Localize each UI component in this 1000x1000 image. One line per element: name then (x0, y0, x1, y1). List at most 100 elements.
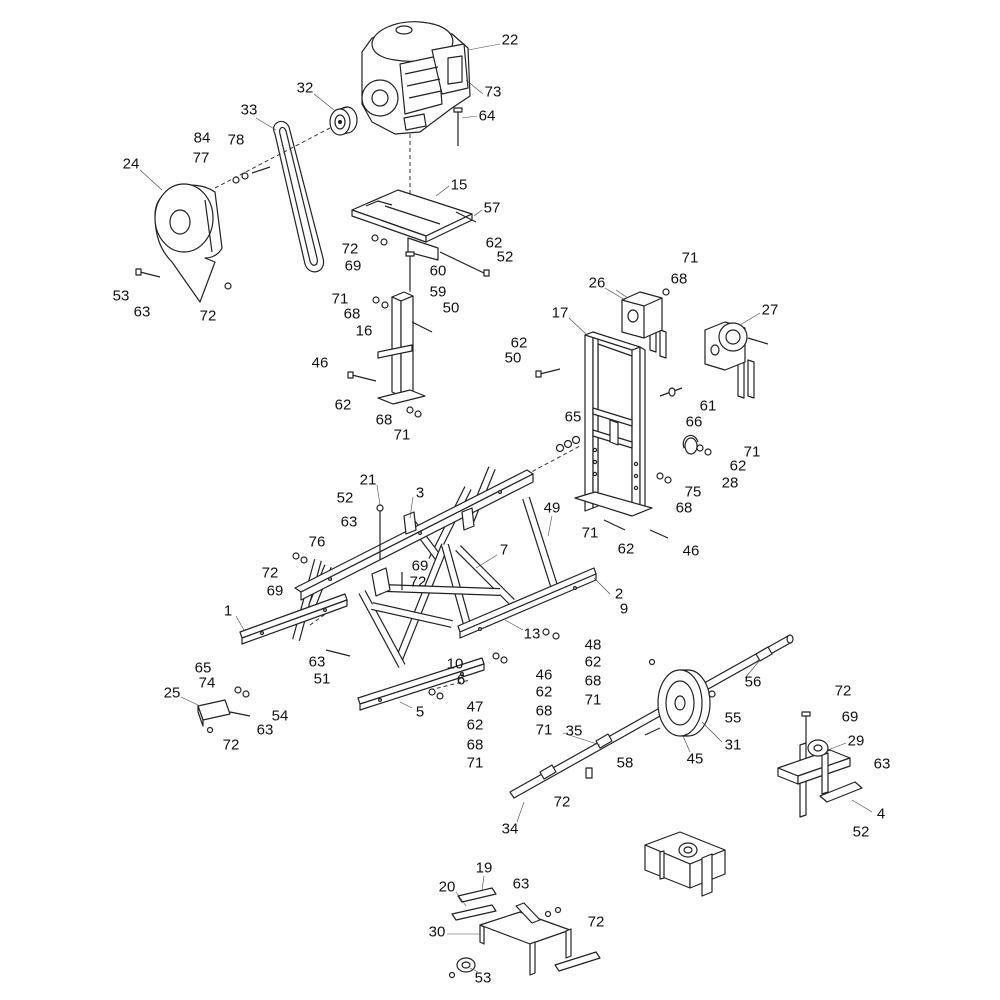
part-callout: 30 (428, 923, 446, 941)
part-callout: 35 (565, 722, 583, 740)
foot-rail-right (457, 567, 597, 639)
part-callout: 63 (873, 755, 891, 773)
part-callout: 54 (271, 707, 289, 725)
part-callout: 29 (847, 732, 865, 750)
part-callout: 6 (456, 671, 466, 689)
upright-frame (574, 331, 653, 517)
part-callout: 45 (686, 750, 704, 768)
part-callout: 69 (344, 257, 362, 275)
part-callout: 65 (564, 408, 582, 426)
part-callout: 71 (584, 691, 602, 709)
part-callout: 34 (501, 820, 519, 838)
part-callout: 46 (311, 354, 329, 372)
part-callout: 62 (466, 716, 484, 734)
part-callout: 72 (222, 736, 240, 754)
part-callout: 4 (876, 805, 886, 823)
part-callout: 53 (474, 969, 492, 987)
part-callout: 71 (466, 754, 484, 772)
part-callout: 62 (584, 653, 602, 671)
engine-pulley (329, 106, 358, 136)
part-callout: 61 (699, 397, 717, 415)
part-callout: 77 (192, 149, 210, 167)
part-callout: 55 (724, 709, 742, 727)
part-callout: 62 (510, 334, 528, 352)
part-callout: 52 (336, 489, 354, 507)
lower-mount-frame (479, 902, 572, 976)
part-callout: 46 (535, 666, 553, 684)
part-callout: 71 (331, 290, 349, 308)
bearing-53 (448, 957, 476, 979)
part-callout: 16 (355, 322, 373, 340)
part-callout: 69 (266, 582, 284, 600)
part-callout: 71 (743, 443, 761, 461)
small-bracket (197, 686, 251, 734)
part-callout: 66 (685, 413, 703, 431)
part-callout: 60 (429, 262, 447, 280)
part-callout: 65 (194, 659, 212, 677)
part-callout: 72 (553, 793, 571, 811)
part-callout: 3 (415, 484, 425, 502)
part-callout: 56 (744, 673, 762, 691)
part-callout: 49 (543, 499, 561, 517)
leader-lines (139, 43, 873, 973)
part-callout: 21 (359, 471, 377, 489)
idler-bracket (704, 321, 769, 399)
part-callout: 63 (512, 875, 530, 893)
part-callout: 72 (261, 564, 279, 582)
part-callout: 50 (442, 299, 460, 317)
part-callout: 62 (535, 683, 553, 701)
part-callout: 72 (834, 682, 852, 700)
part-callout: 26 (588, 274, 606, 292)
part-callout: 63 (133, 303, 151, 321)
guard-fasteners (135, 166, 271, 290)
base-plate-20 (451, 904, 497, 921)
part-callout: 72 (409, 573, 427, 591)
part-callout: 46 (682, 542, 700, 560)
part-callout: 53 (112, 287, 130, 305)
part-callout: 69 (841, 708, 859, 726)
part-callout: 71 (393, 426, 411, 444)
clamp (682, 434, 699, 455)
engine (361, 21, 471, 135)
part-callout: 69 (411, 557, 429, 575)
base-plate-72 (554, 951, 601, 972)
part-callout: 1 (223, 602, 233, 620)
lower-bearing-mount (644, 831, 726, 897)
foot-rail-rear (357, 657, 485, 711)
drive-pulley-wheel (648, 658, 716, 737)
part-callout: 68 (375, 411, 393, 429)
part-callout: 62 (334, 396, 352, 414)
part-callout: 10 (446, 655, 464, 673)
part-callout: 63 (308, 653, 326, 671)
part-callout: 68 (343, 305, 361, 323)
part-callout: 33 (240, 101, 258, 119)
part-callout: 78 (227, 131, 245, 149)
engine-mounting-plate (351, 189, 473, 261)
part-callout: 63 (256, 721, 274, 739)
part-callout: 50 (504, 349, 522, 367)
part-callout: 25 (163, 684, 181, 702)
part-callout: 72 (587, 913, 605, 931)
part-callout: 57 (483, 199, 501, 217)
part-callout: 73 (484, 83, 502, 101)
part-callout: 17 (551, 304, 569, 322)
part-callout: 62 (617, 540, 635, 558)
part-callout: 71 (581, 524, 599, 542)
part-callout: 72 (341, 240, 359, 258)
frame-fasteners (535, 368, 712, 539)
part-callout: 71 (681, 249, 699, 267)
base-plate-19 (457, 887, 497, 903)
part-callout: 68 (584, 672, 602, 690)
foot-rail-front (239, 593, 348, 645)
beam-brackets (292, 504, 475, 597)
part-callout: 31 (724, 736, 742, 754)
engine-bolt (453, 107, 463, 146)
part-callout: 75 (684, 483, 702, 501)
part-callout: 62 (729, 457, 747, 475)
rail-fasteners (325, 628, 560, 700)
motor-mount-bracket (621, 288, 670, 359)
part-callout: 52 (496, 248, 514, 266)
part-callout: 72 (199, 307, 217, 325)
